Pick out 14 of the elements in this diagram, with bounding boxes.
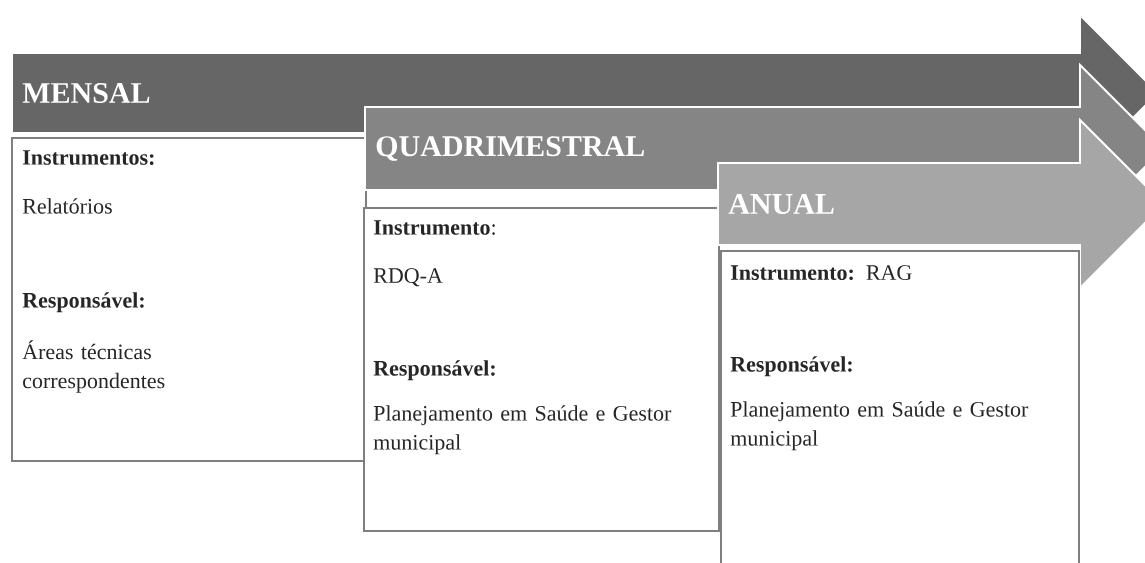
body-text: Áreas técnicas correspondentes: [22, 340, 165, 393]
body-text: Instrumento: RAG: [730, 265, 912, 281]
text-box: [363, 207, 720, 532]
heading-text: Instrumentos:: [22, 150, 154, 165]
text-box: [720, 250, 1080, 563]
heading-text: Responsável:: [373, 360, 495, 381]
body-text: Planejamento em Saúde e Gestor municipal: [373, 405, 672, 455]
body-text: Relatórios: [22, 198, 112, 214]
body-text: Planejamento em Saúde e Gestor municipal: [730, 401, 1029, 451]
heading-text: Responsável:: [730, 356, 852, 377]
body-text: Instrumento:: [373, 220, 495, 235]
body-text: RDQ-A: [373, 268, 443, 287]
heading-text: Responsável:: [22, 292, 144, 313]
text-box: [11, 137, 367, 462]
